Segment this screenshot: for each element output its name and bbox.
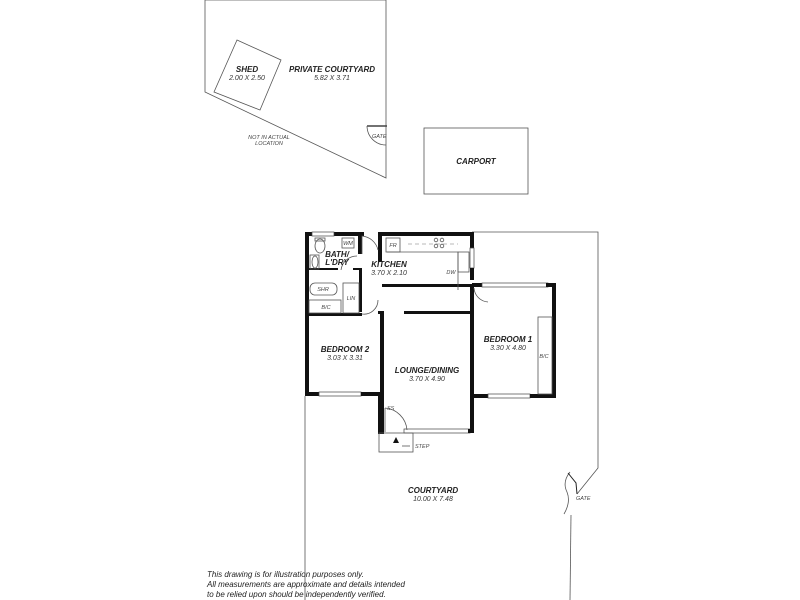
gate-label-top: GATE — [372, 134, 387, 140]
private-courtyard-dims: 5.82 X 3.71 — [314, 75, 350, 82]
house-walls — [305, 231, 556, 434]
courtyard-label: COURTYARD — [408, 486, 459, 495]
bath-laundry-label-line2: L'DRY — [325, 258, 349, 267]
bedroom-1-dims: 3.30 X 4.80 — [490, 345, 526, 352]
bedroom-2-dims: 3.03 X 3.31 — [327, 355, 363, 362]
shed-label: SHED — [236, 65, 258, 74]
doors — [340, 235, 489, 432]
fr-label: FR — [389, 243, 396, 249]
kitchen-dims: 3.70 X 2.10 — [371, 270, 407, 277]
lin-label: LIN — [347, 296, 356, 302]
bedroom-1-label: BEDROOM 1 — [484, 335, 533, 344]
bath-laundry-label-line1: BATH/ — [325, 250, 350, 259]
gate-label-right: GATE — [576, 496, 591, 502]
step-label: STEP — [415, 444, 430, 450]
courtyard-dims: 10.00 X 7.48 — [413, 496, 453, 503]
disclaimer-line-1: This drawing is for illustration purpose… — [207, 570, 364, 579]
lounge-dining-label: LOUNGE/DINING — [395, 366, 459, 375]
fixtures: WM SHR LIN B/C FR DW B/C STEP SS — [308, 237, 553, 453]
bedroom-2-label: BEDROOM 2 — [321, 345, 370, 354]
bc-bath-label: B/C — [321, 305, 330, 311]
sink-icon — [457, 251, 470, 273]
private-courtyard-label: PRIVATE COURTYARD — [289, 65, 375, 74]
cooktop-icon — [433, 237, 445, 249]
kitchen-label: KITCHEN — [371, 260, 407, 269]
shed-dims: 2.00 X 2.50 — [228, 75, 265, 82]
entry-arrow-icon — [393, 437, 399, 443]
bc-bed1-label: B/C — [539, 354, 548, 360]
not-actual-location-line2: LOCATION — [255, 141, 283, 147]
courtyard: GATE COURTYARD 10.00 X 7.48 — [304, 231, 599, 600]
room-labels: BATH/ L'DRY KITCHEN 3.70 X 2.10 BEDROOM … — [321, 250, 533, 383]
shed-outline — [213, 39, 282, 111]
not-actual-location-line1: NOT IN ACTUAL — [248, 135, 290, 141]
dw-label: DW — [446, 270, 456, 276]
disclaimer-line-3: to be relied upon should be independentl… — [207, 590, 386, 599]
lounge-dining-dims: 3.70 X 4.90 — [409, 376, 445, 383]
carport: CARPORT — [423, 127, 529, 195]
shr-label: SHR — [317, 287, 329, 293]
disclaimer-line-2: All measurements are approximate and det… — [207, 580, 405, 589]
disclaimer: This drawing is for illustration purpose… — [207, 570, 405, 600]
wm-label: WM — [343, 241, 353, 247]
private-courtyard: GATE SHED 2.00 X 2.50 PRIVATE COURTYARD … — [204, 0, 387, 179]
carport-label: CARPORT — [456, 157, 497, 166]
ss-label: SS — [387, 406, 395, 412]
